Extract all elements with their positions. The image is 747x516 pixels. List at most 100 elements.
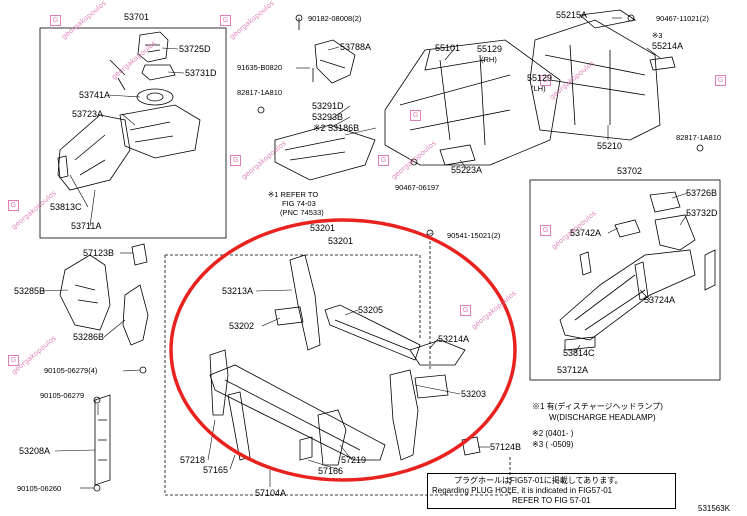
part-label: 53731D [185,68,217,78]
part-label: 53723A [72,109,104,119]
part-label: 57104A [255,488,287,498]
plug-hole-reference-box: プラグホールはFIG57-01に掲載してあります。 Regarding PLUG… [427,473,676,509]
part-label: 53213A [222,286,254,296]
watermark-logo: G [230,155,241,166]
part-label: (LH) [531,84,546,93]
part-label: (RH) [481,55,497,64]
part-label: 53702 [617,166,643,176]
part-53732D-sketch [654,214,696,251]
group-box-53702 [529,179,721,381]
footnote-1: ※1 有(ディスチャージヘッドランプ) [532,402,663,411]
part-label: 53214A [438,334,470,344]
part-label: 53813C [50,202,82,212]
part-label: 90105-06260 [17,484,62,493]
part-53723A-sketch [119,104,201,159]
part-label: 57123B [83,248,115,258]
part-53788A-sketch [314,39,356,84]
watermark-logo: G [378,155,389,166]
part-label: ※2 53186B [313,123,360,133]
part-label: 53201 [328,236,354,246]
part-label: 53814C [563,348,595,358]
part-53813C-sketch [57,155,69,179]
part-57104A-sketch [209,364,386,461]
watermark-logo: G [540,225,551,236]
part-label: 57218 [180,455,206,465]
part-label: 53701 [124,12,150,22]
part-label: 90467-11021(2) [656,14,709,23]
part-label: 90541-15021(2) [447,231,501,240]
reference-fig: REFER TO FIG 57-01 [512,496,591,505]
reference-en: Regarding PLUG HOLE, it is indicated in … [432,486,613,495]
part-label: 53712A [557,365,589,375]
part-label: 55129 [527,73,553,83]
part-label: 53742A [570,228,602,238]
watermark-logo: G [410,110,421,121]
part-55223A-sketch [439,144,476,166]
part-label: 57166 [318,466,344,476]
part-53726B-sketch [649,191,681,213]
part-label: 82817-1A810 [237,88,283,97]
highlight-circle [169,218,517,482]
part-label: 53202 [229,321,255,331]
part-57165-sketch [227,391,251,461]
watermark-logo: G [540,75,551,86]
part-55214A-sketch [649,56,676,71]
part-53214A-sketch [409,339,466,366]
reference-note: (PNC 74533) [280,208,324,217]
part-53725D-sketch [137,31,169,63]
part-55215A-sketch [579,9,637,29]
part-label: 55101 [435,43,461,53]
part-53205-sketch [324,304,421,361]
part-label: 53741A [79,90,111,100]
part-53814C-sketch [564,336,596,351]
part-label: 82817-1A810 [676,133,722,142]
part-53712A-sketch [559,249,696,341]
part-53711A-sketch [57,114,131,191]
part-label: 55210 [597,141,623,151]
part-label: 90105-06279(4) [44,366,98,375]
part-label: 53201 [310,223,336,233]
part-53203-sketch [389,369,449,461]
reference-note: ※1 REFER TO [268,190,319,199]
part-57166-sketch [299,436,313,461]
part-label: 90182-08008(2) [308,14,362,23]
part-label: 57124B [490,442,522,452]
watermark-logo: G [715,75,726,86]
part-label: 53285B [14,286,46,296]
group-box-53701 [39,27,227,239]
part-label: ※3 [652,31,663,40]
group-lines-53201 [164,255,511,496]
part-label: 53291D [312,101,344,111]
part-53202-sketch [274,306,304,326]
part-label: 90105-06279 [40,391,85,400]
part-label: 90467-06197 [395,183,440,192]
watermark-logo: G [8,200,19,211]
footnote-2: ※2 (0401- ) [532,429,574,438]
part-53285B-sketch [59,254,111,331]
part-label: 57165 [203,465,229,475]
part-label: 53205 [358,305,384,315]
part-label: 53788A [340,42,372,52]
part-label: 53286B [73,332,105,342]
part-53741A-sketch [136,88,174,106]
part-label: 55215A [556,10,588,20]
catalog-id: 531563K [698,504,731,513]
part-label: 53725D [179,44,211,54]
part-label: 53711A [71,221,102,231]
part-hood-lock-support-sketch [274,124,376,181]
part-label: 55129 [477,44,503,54]
watermark-logo: G [8,355,19,366]
part-53213A-sketch [289,254,321,351]
part-label: 55214A [652,41,684,51]
part-label: 57219 [341,455,367,465]
footnote-3: ※3 ( -0509) [532,440,574,449]
reference-note: FIG 74-03 [282,199,316,208]
part-label: 53732D [686,208,718,218]
part-label: 53203 [461,389,487,399]
part-57123B-sketch [131,243,148,266]
part-label: 55223A [451,165,483,175]
part-57218-sketch [209,349,229,416]
part-label: 53726B [686,188,718,198]
leader-lines [39,17,689,489]
part-label: 53208A [19,446,51,456]
